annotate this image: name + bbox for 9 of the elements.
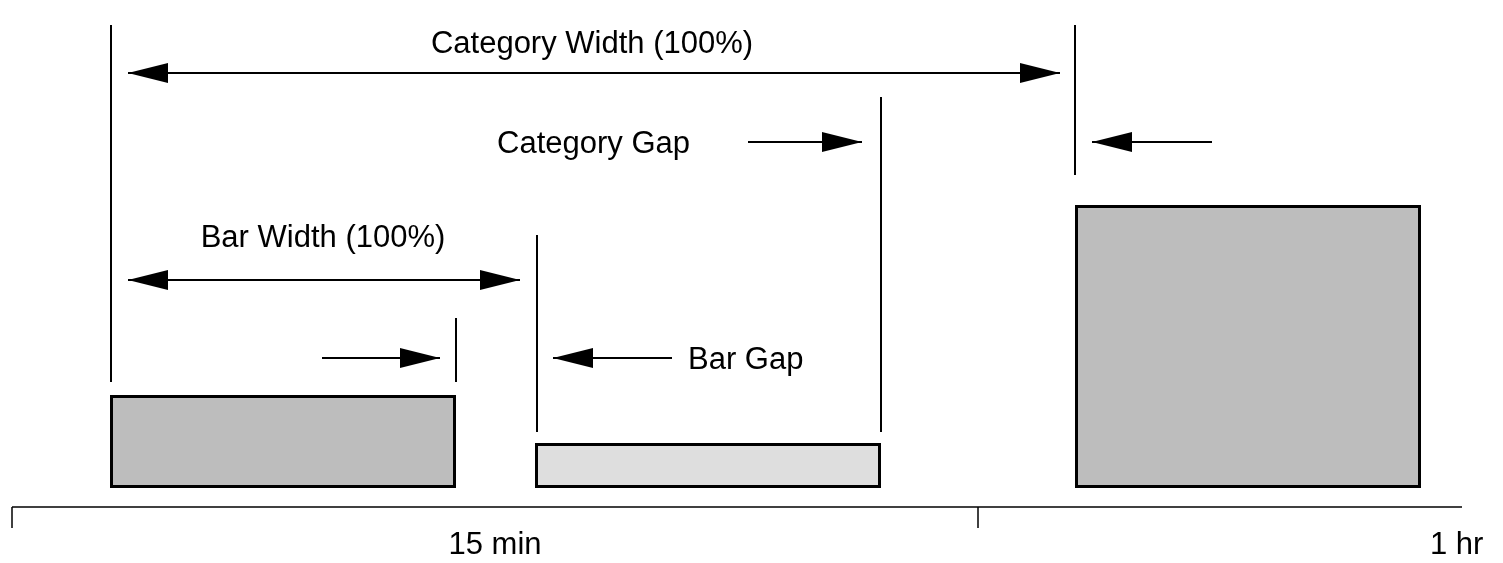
dimension-label: Bar Gap (688, 342, 804, 374)
dimension-label: Category Gap (497, 126, 690, 158)
chart-bar (535, 443, 881, 488)
chart-bar (110, 395, 456, 488)
axis-tick-label: 1 hr (1430, 527, 1484, 559)
dimension-label: Category Width (100%) (430, 26, 754, 58)
dimension-label: Bar Width (100%) (200, 220, 446, 252)
chart-bar (1075, 205, 1421, 488)
axis-tick-label: 15 min (448, 527, 542, 559)
